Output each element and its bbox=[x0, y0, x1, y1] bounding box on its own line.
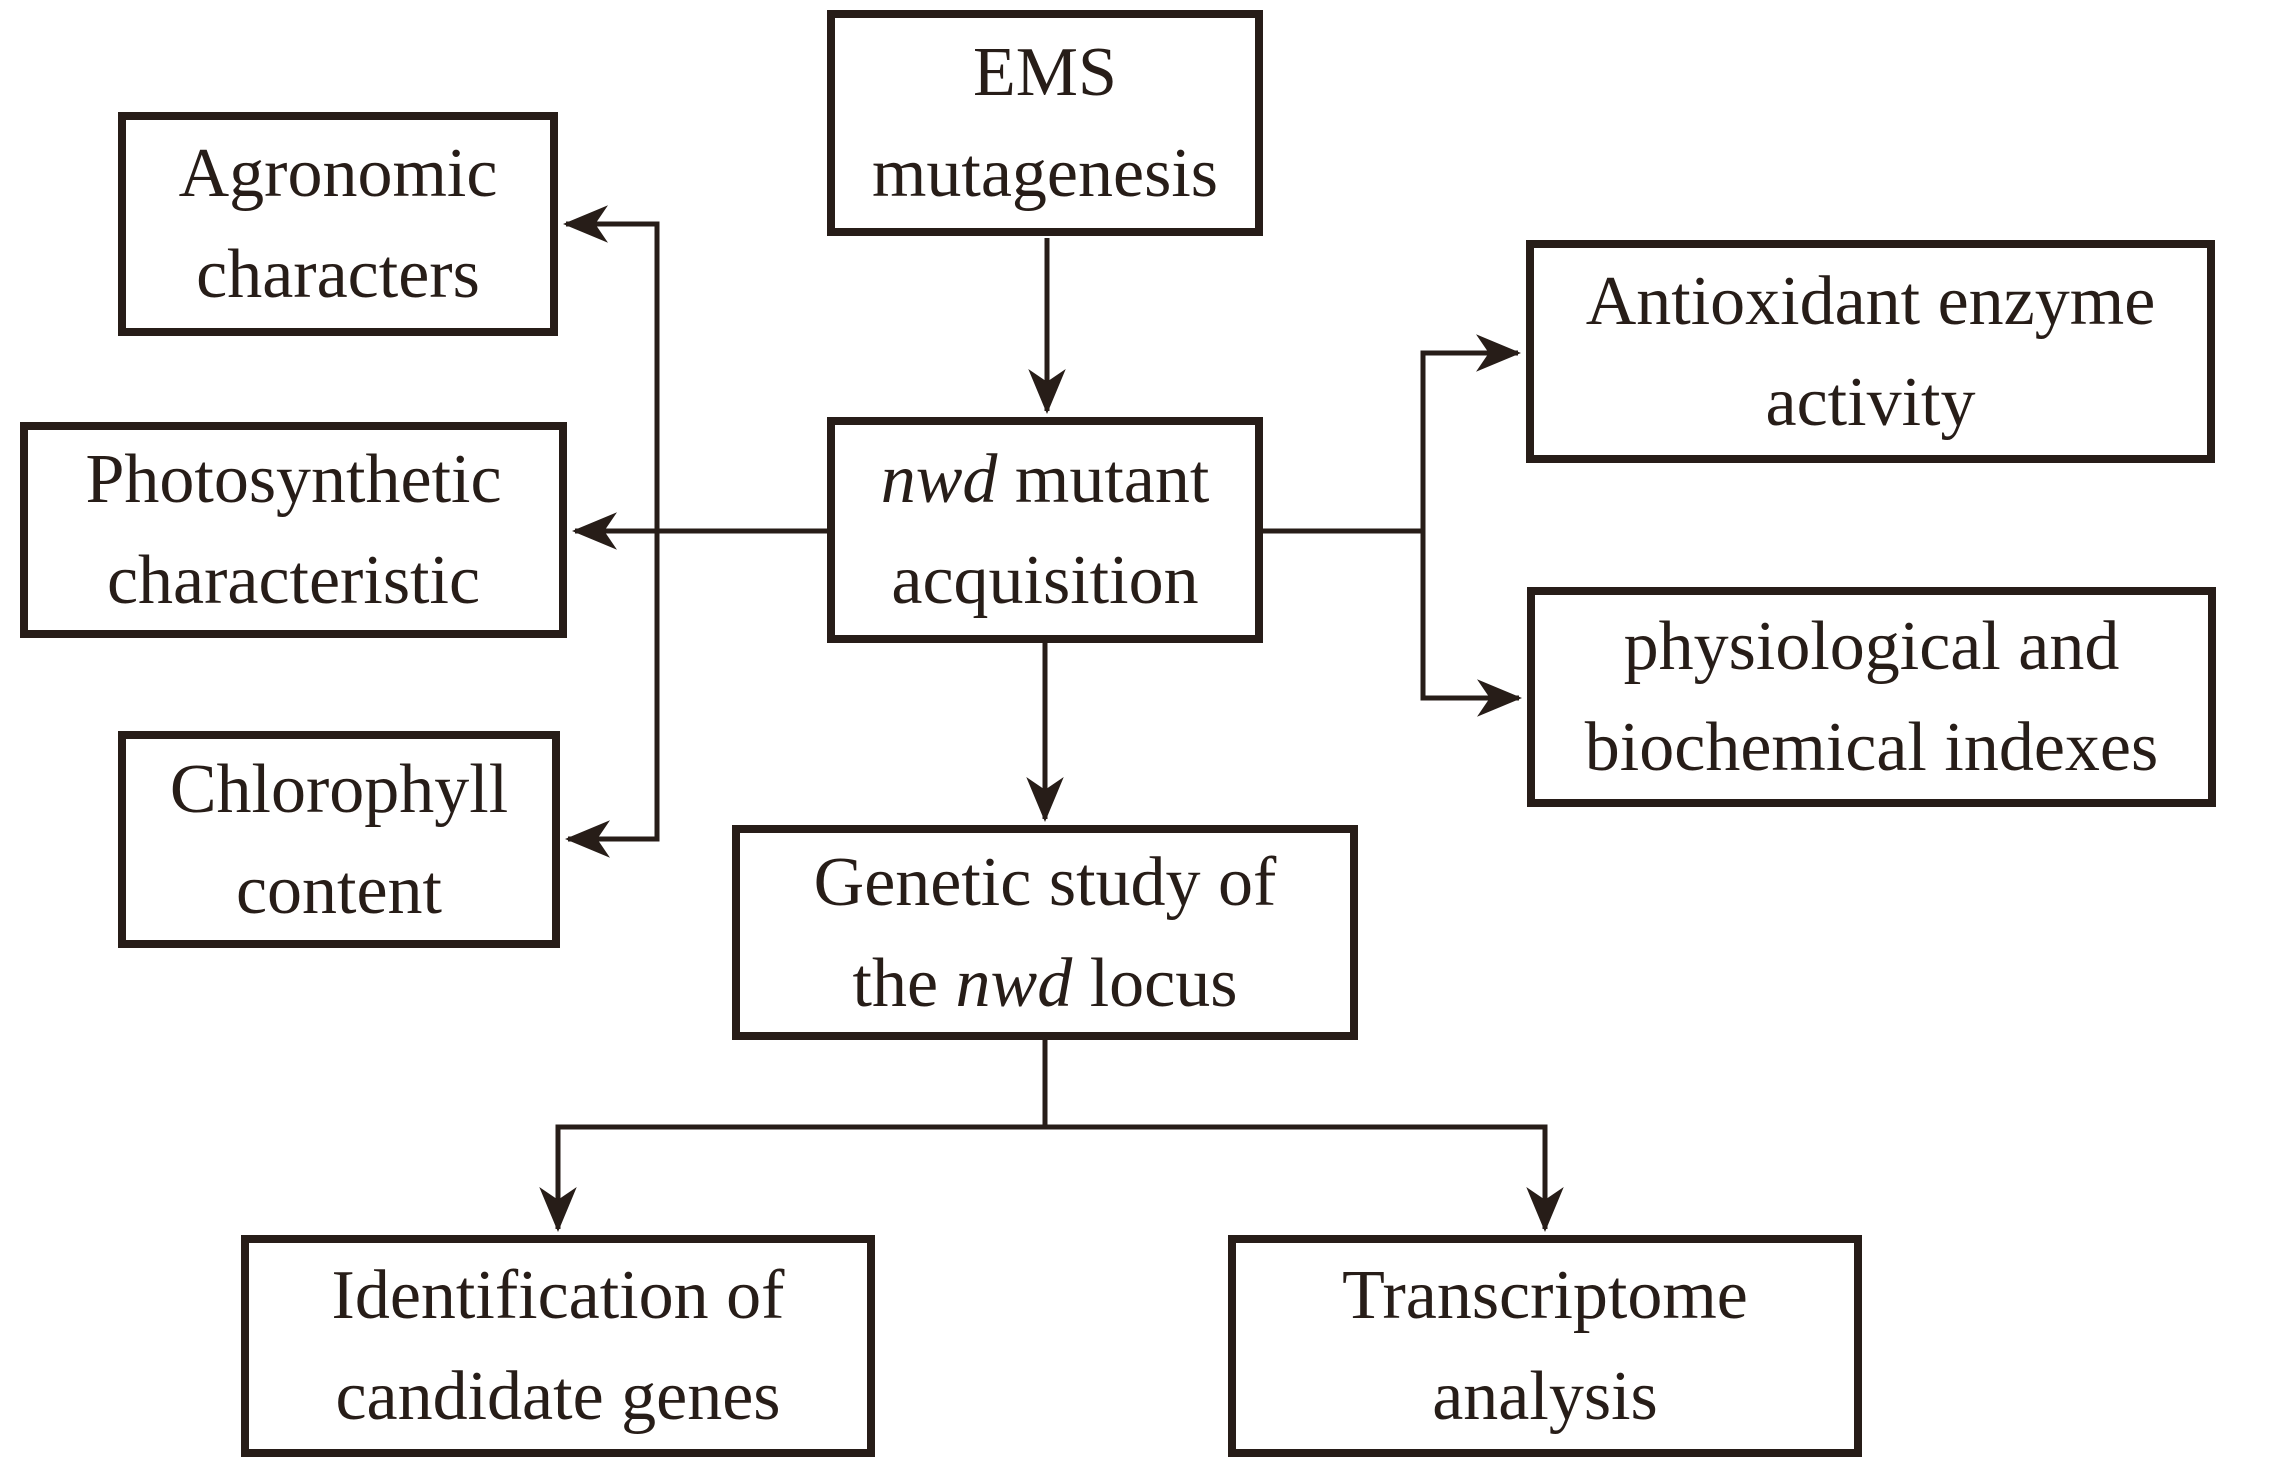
node-label: Photosynthetic bbox=[85, 441, 502, 518]
node-label: Chlorophyll bbox=[169, 750, 509, 828]
node-label: characteristic bbox=[106, 542, 481, 619]
gene-name-italic: nwd bbox=[955, 944, 1073, 1022]
node-physiological-biochemical-indexes: physiological and biochemical indexes bbox=[1527, 587, 2216, 807]
node-label: characters bbox=[196, 236, 480, 313]
node-label-post: locus bbox=[1072, 944, 1238, 1022]
node-label: EMS bbox=[973, 34, 1117, 111]
node-label: nwd mutant bbox=[881, 429, 1210, 530]
node-label: Identification of bbox=[331, 1257, 785, 1334]
node-photosynthetic-characteristic: Photosynthetic characteristic bbox=[20, 422, 567, 638]
node-label-pre: the bbox=[852, 944, 956, 1022]
node-label: biochemical indexes bbox=[1584, 709, 2159, 786]
node-chlorophyll-content: Chlorophyll content bbox=[118, 731, 560, 948]
node-label: physiological and bbox=[1623, 608, 2120, 685]
node-label: candidate genes bbox=[335, 1358, 781, 1435]
node-transcriptome-analysis: Transcriptome analysis bbox=[1228, 1235, 1862, 1457]
node-label-rest: mutant bbox=[997, 441, 1210, 518]
node-label: Agronomic bbox=[178, 135, 498, 212]
node-label: Antioxidant enzyme bbox=[1585, 262, 2156, 340]
node-label: content bbox=[235, 851, 443, 929]
node-identification-candidate-genes: Identification of candidate genes bbox=[241, 1235, 875, 1457]
node-label: the nwd locus bbox=[853, 933, 1238, 1034]
node-label: activity bbox=[1765, 363, 1976, 441]
node-antioxidant-enzyme-activity: Antioxidant enzyme activity bbox=[1526, 240, 2215, 463]
node-genetic-study-nwd-locus: Genetic study of the nwd locus bbox=[732, 825, 1358, 1040]
node-agronomic-characters: Agronomic characters bbox=[118, 112, 558, 336]
node-label: acquisition bbox=[891, 542, 1199, 619]
node-ems-mutagenesis: EMS mutagenesis bbox=[827, 10, 1263, 236]
node-label: Genetic study of bbox=[813, 843, 1277, 921]
node-label: analysis bbox=[1432, 1358, 1658, 1435]
gene-name-italic: nwd bbox=[880, 441, 998, 518]
node-label: mutagenesis bbox=[871, 135, 1219, 212]
node-nwd-mutant-acquisition: nwd mutant acquisition bbox=[827, 417, 1263, 643]
node-label: Transcriptome bbox=[1342, 1257, 1748, 1334]
